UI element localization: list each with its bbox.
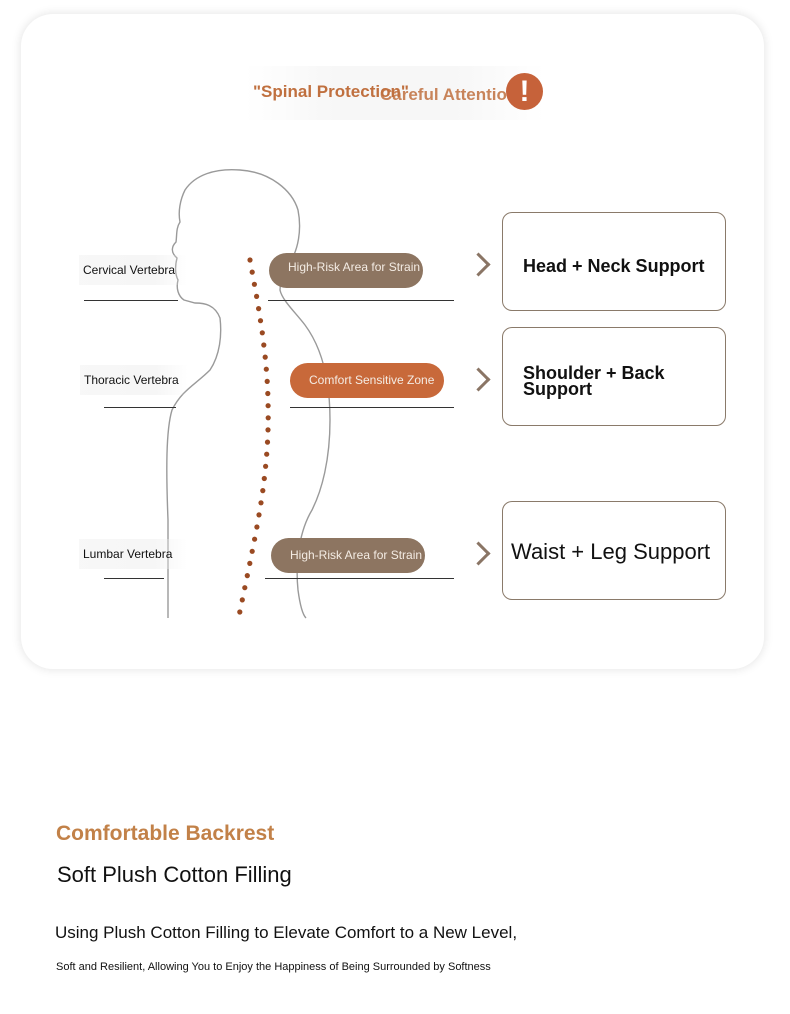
spine-dot bbox=[242, 585, 248, 591]
spine-dot bbox=[259, 330, 265, 336]
spine-dot bbox=[244, 573, 250, 579]
title-spinal-protection: "Spinal Protection" bbox=[253, 82, 409, 101]
spine-dot bbox=[264, 451, 270, 457]
spine-dotted-line bbox=[237, 257, 271, 615]
spine-dot bbox=[263, 366, 269, 372]
spine-dot bbox=[264, 378, 270, 384]
human-silhouette-diagram bbox=[166, 168, 331, 619]
lumbar-right-line bbox=[265, 578, 454, 579]
spine-dot bbox=[262, 354, 268, 360]
section-paragraph-2: Soft and Resilient, Allowing You to Enjo… bbox=[56, 961, 491, 973]
spine-dot bbox=[265, 427, 271, 433]
shoulder-back-support-box: Shoulder + Back Support bbox=[502, 327, 726, 426]
spine-dot bbox=[237, 609, 243, 615]
spine-dot bbox=[239, 597, 245, 603]
spine-dot bbox=[247, 257, 253, 263]
section-paragraph-1: Using Plush Cotton Filling to Elevate Co… bbox=[55, 923, 518, 942]
spine-dot bbox=[265, 415, 271, 421]
cervical-left-line bbox=[84, 300, 178, 301]
spine-dot bbox=[263, 463, 269, 469]
head-neck-support-label: Head + Neck Support bbox=[523, 256, 705, 276]
spine-dot bbox=[249, 269, 255, 275]
spine-dot bbox=[249, 548, 255, 554]
shoulder-back-support-label: Shoulder + Back Support bbox=[523, 363, 665, 399]
exclamation-icon: ! bbox=[506, 73, 543, 110]
spine-dot bbox=[265, 390, 271, 397]
spine-dot bbox=[260, 488, 266, 494]
waist-leg-support-label: Waist + Leg Support bbox=[511, 539, 711, 564]
lumbar-left-line bbox=[104, 578, 164, 579]
thoracic-zone-pill: Comfort Sensitive Zone bbox=[290, 363, 444, 398]
section-heading: Comfortable Backrest bbox=[56, 822, 275, 845]
lumbar-vertebra-label: Lumbar Vertebra bbox=[79, 539, 187, 569]
spine-dot bbox=[264, 439, 271, 445]
spine-dot bbox=[256, 512, 262, 518]
spine-dot bbox=[257, 318, 264, 324]
title-banner bbox=[245, 66, 545, 120]
spine-dot bbox=[254, 293, 260, 299]
spine-dot bbox=[258, 500, 264, 506]
cervical-right-line bbox=[268, 300, 454, 301]
spine-dot bbox=[247, 560, 253, 567]
thoracic-left-line bbox=[104, 407, 176, 408]
spine-dot bbox=[256, 306, 262, 312]
section-subheading: Soft Plush Cotton Filling bbox=[57, 862, 292, 887]
waist-leg-support-box: Waist + Leg Support bbox=[502, 501, 726, 600]
spine-dot bbox=[261, 342, 267, 348]
head-neck-support-box: Head + Neck Support bbox=[502, 212, 726, 311]
thoracic-right-line bbox=[290, 407, 454, 408]
spine-dot bbox=[254, 524, 260, 530]
title-careful-attention: Careful Attention bbox=[380, 85, 518, 104]
spine-dot bbox=[252, 536, 258, 542]
spine-dot bbox=[261, 475, 267, 482]
body-silhouette-outline bbox=[166, 168, 331, 619]
spine-dot bbox=[265, 403, 271, 409]
cervical-zone-pill: High-Risk Area for Strain bbox=[269, 253, 423, 288]
cervical-vertebra-label: Cervical Vertebra bbox=[79, 255, 187, 285]
spine-dot bbox=[251, 281, 257, 287]
lumbar-zone-pill: High-Risk Area for Strain bbox=[271, 538, 425, 573]
thoracic-vertebra-label: Thoracic Vertebra bbox=[80, 365, 188, 395]
